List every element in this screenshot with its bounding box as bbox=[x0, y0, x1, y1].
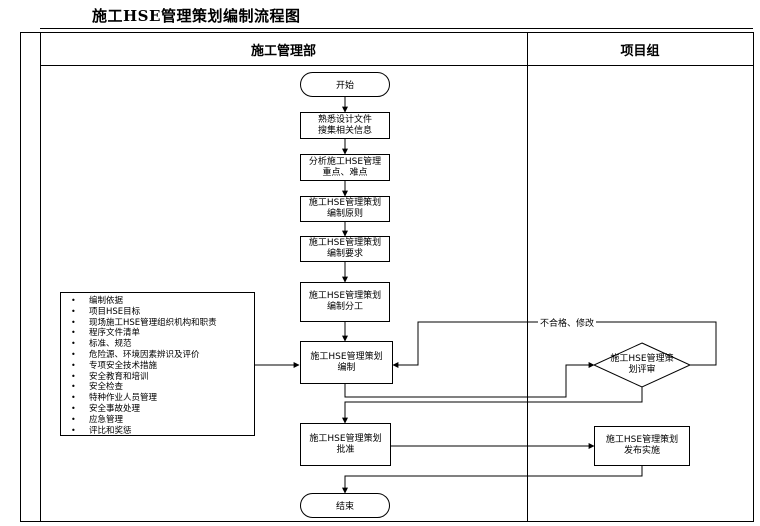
review-line2: 划评审 bbox=[628, 365, 656, 375]
step-familiarize-design[interactable]: 熟悉设计文件 搜集相关信息 bbox=[300, 112, 390, 139]
step-approve[interactable]: 施工HSE管理策划 批准 bbox=[300, 423, 391, 466]
basis-item: 安全教育和培训 bbox=[71, 372, 250, 383]
basis-item: 标准、规范 bbox=[71, 339, 250, 350]
step1-line2: 搜集相关信息 bbox=[317, 125, 372, 136]
basis-item: 现场施工HSE管理组织机构和职责 bbox=[71, 318, 250, 329]
step2-line1: 分析施工HSE管理 bbox=[308, 156, 382, 167]
basis-item: 专项安全技术措施 bbox=[71, 361, 250, 372]
step6-line1: 施工HSE管理策划 bbox=[310, 351, 383, 362]
start-node-label: 开始 bbox=[335, 81, 354, 91]
basis-item: 危险源、环境因素辨识及评价 bbox=[71, 350, 250, 361]
review-line1: 施工HSE管理策 bbox=[610, 354, 674, 364]
step-requirements[interactable]: 施工HSE管理策划 编制要求 bbox=[300, 236, 390, 262]
page-title: 施工HSE管理策划编制流程图 bbox=[92, 7, 301, 25]
step-compile[interactable]: 施工HSE管理策划 编制 bbox=[300, 341, 393, 384]
step7-line1: 施工HSE管理策划 bbox=[309, 433, 382, 444]
lane-header-construction-dept: 施工管理部 bbox=[250, 44, 316, 59]
compilation-basis-list: 编制依据 项目HSE目标 现场施工HSE管理组织机构和职责 程序文件清单 标准、… bbox=[60, 292, 255, 436]
basis-item: 项目HSE目标 bbox=[71, 307, 250, 318]
start-node[interactable]: 开始 bbox=[300, 72, 390, 97]
step1-line1: 熟悉设计文件 bbox=[317, 114, 372, 125]
basis-item: 应急管理 bbox=[71, 415, 250, 426]
step5-line2: 编制分工 bbox=[326, 302, 363, 312]
publish-line2: 发布实施 bbox=[623, 446, 660, 456]
step5-line1: 施工HSE管理策划 bbox=[308, 291, 382, 301]
basis-item: 程序文件清单 bbox=[71, 328, 250, 339]
step-principles[interactable]: 施工HSE管理策划 编制原则 bbox=[300, 196, 390, 222]
basis-item: 编制依据 bbox=[71, 296, 250, 307]
step4-line2: 编制要求 bbox=[326, 249, 363, 259]
basis-item: 评比和奖惩 bbox=[71, 426, 250, 437]
lane-header-project-team: 项目组 bbox=[620, 44, 660, 59]
step-publish[interactable]: 施工HSE管理策划 发布实施 bbox=[594, 426, 690, 466]
step3-line1: 施工HSE管理策划 bbox=[308, 198, 382, 208]
step2-line2: 重点、难点 bbox=[322, 167, 368, 178]
reject-edge-label: 不合格、修改 bbox=[538, 316, 597, 329]
basis-item: 特种作业人员管理 bbox=[71, 393, 250, 404]
step3-line2: 编制原则 bbox=[326, 209, 363, 219]
publish-line1: 施工HSE管理策划 bbox=[605, 435, 679, 445]
basis-item: 安全检查 bbox=[71, 382, 250, 393]
step6-line2: 编制 bbox=[337, 362, 356, 373]
step-analyze-key-points[interactable]: 分析施工HSE管理 重点、难点 bbox=[300, 154, 390, 181]
review-label: 施工HSE管理策 划评审 bbox=[600, 354, 684, 376]
swimlane-frame bbox=[20, 32, 754, 522]
step-division-of-work[interactable]: 施工HSE管理策划 编制分工 bbox=[300, 282, 390, 322]
step7-line2: 批准 bbox=[336, 444, 355, 455]
end-node-label: 结束 bbox=[335, 502, 354, 512]
step4-line1: 施工HSE管理策划 bbox=[308, 238, 382, 248]
review-diamond[interactable] bbox=[592, 342, 692, 388]
basis-item: 安全事故处理 bbox=[71, 404, 250, 415]
end-node[interactable]: 结束 bbox=[300, 493, 390, 518]
